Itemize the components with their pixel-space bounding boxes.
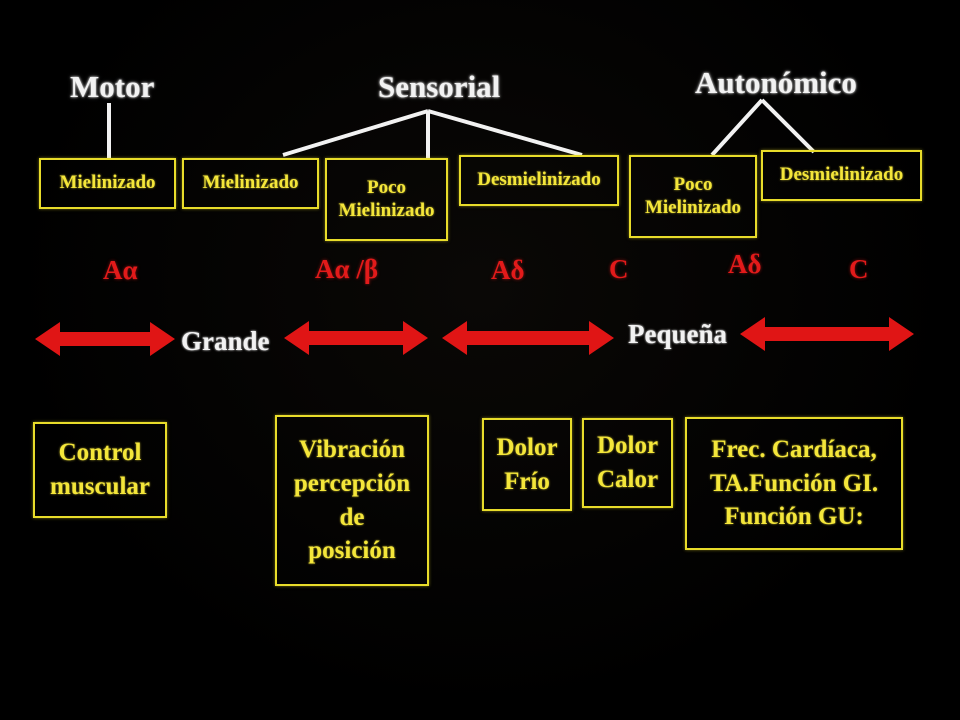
size-label-grande: Grande	[181, 326, 270, 356]
size-arrow-2	[284, 321, 428, 355]
sensorial-connector-left	[282, 109, 429, 157]
fiber-type-a-alpha: Aα	[103, 255, 138, 285]
fiber-type-a-alpha-beta: Aα /β	[315, 254, 379, 284]
function-box-autonomico: Frec. Cardíaca, TA.Función GI. Función G…	[685, 417, 903, 550]
fiber-box-sensorial-desmielinizado: Desmielinizado	[459, 155, 619, 206]
heading-sensorial: Sensorial	[378, 69, 501, 104]
fiber-box-autonomico-poco-mielinizado: Poco Mielinizado	[629, 155, 757, 238]
fiber-box-sensorial-mielinizado: Mielinizado	[182, 158, 319, 209]
heading-motor: Motor	[70, 69, 155, 104]
fiber-type-c-sensorial: C	[609, 254, 629, 284]
sensorial-connector-right	[427, 109, 583, 157]
autonomico-connector-right	[760, 98, 816, 154]
function-box-dolor-frio: Dolor Frío	[482, 418, 572, 511]
fiber-type-c-autonomico: C	[849, 254, 869, 284]
size-arrow-4	[740, 317, 914, 351]
fiber-type-a-delta-sensorial: Aδ	[491, 255, 525, 285]
size-label-pequena: Pequeña	[628, 319, 728, 349]
fiber-type-a-delta-autonomico: Aδ	[728, 249, 762, 279]
size-arrow-3	[442, 321, 614, 355]
heading-autonomico: Autonómico	[695, 65, 857, 100]
fiber-box-sensorial-poco-mielinizado: Poco Mielinizado	[325, 158, 448, 241]
function-box-control-muscular: Control muscular	[33, 422, 167, 518]
function-box-dolor-calor: Dolor Calor	[582, 418, 673, 508]
fiber-box-motor-mielinizado: Mielinizado	[39, 158, 176, 209]
function-box-vibracion-posicion: Vibración percepción de posición	[275, 415, 429, 586]
autonomico-connector-left	[710, 98, 764, 157]
fiber-box-autonomico-desmielinizado: Desmielinizado	[761, 150, 922, 201]
size-arrow-1	[35, 322, 175, 356]
